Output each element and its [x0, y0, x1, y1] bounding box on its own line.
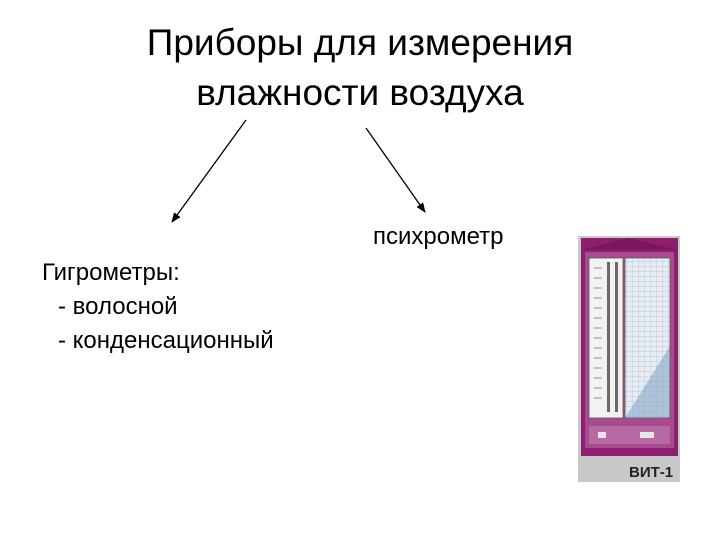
hygrometers-list: Гигрометры: - волосной - конденсационный — [42, 256, 274, 358]
arrow-to-hygrometers — [171, 119, 247, 223]
dry-thermometer — [607, 262, 610, 412]
slide-title: Приборы для измерения влажности воздуха — [0, 18, 720, 118]
hygrometers-heading: Гигрометры: — [42, 259, 180, 286]
arrow-to-psychrometer — [365, 127, 426, 213]
psychrometer-vit1-illustration: ВИТ-1 — [578, 236, 680, 482]
psychrometer-caption: ВИТ-1 — [629, 464, 673, 481]
hygrometer-type-hair: - волосной — [58, 293, 178, 320]
psychrometer-image: ВИТ-1 — [578, 236, 680, 487]
hygrometer-type-condensation: - конденсационный — [58, 327, 274, 354]
wet-thermometer — [615, 262, 618, 412]
slide-title-line-2: влажности воздуха — [196, 72, 524, 113]
slide-title-line-1: Приборы для измерения — [146, 22, 574, 63]
psychrometer-label: психрометр — [373, 223, 504, 250]
